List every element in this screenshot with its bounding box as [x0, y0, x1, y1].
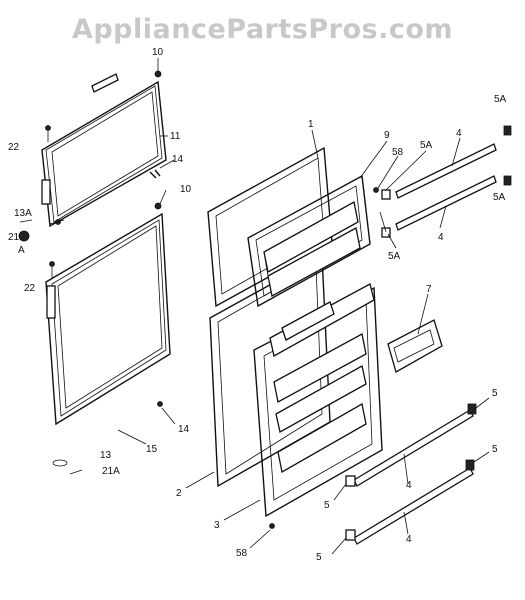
- callout-58-lower: 58: [236, 548, 248, 559]
- callout-58-upper: 58: [392, 147, 404, 158]
- callout-14-upper: 14: [172, 154, 184, 165]
- callout-5A-2: 5A: [494, 94, 507, 105]
- lower-trim-strips: [353, 409, 474, 545]
- callout-10-lower: 10: [180, 184, 192, 195]
- upper-trim-strips: [395, 143, 497, 231]
- callout-4-upper-1: 4: [456, 128, 462, 139]
- callout-14-lower: 14: [178, 424, 190, 435]
- upper-door-panel: [41, 80, 167, 228]
- lower-hinge-parts: [18, 202, 163, 475]
- callout-7: 7: [426, 284, 432, 295]
- leader-lines: [117, 129, 490, 555]
- callout-5-4: 5: [316, 552, 322, 563]
- callout-22-upper: 22: [8, 142, 20, 153]
- callout-13: 13: [100, 450, 112, 461]
- callout-A: A: [18, 245, 25, 256]
- callout-10-upper: 10: [152, 47, 164, 58]
- callout-2: 2: [176, 488, 182, 499]
- callout-15: 15: [146, 444, 158, 455]
- callout-labels: 1 9 58 5A 4 5A 5A 4 5A 7 10 11 14 10 22 …: [8, 47, 507, 563]
- trim-end-caps: [269, 125, 512, 541]
- callout-5-2: 5: [492, 444, 498, 455]
- callout-11: 11: [170, 131, 181, 142]
- callout-21A: 21A: [102, 466, 120, 477]
- upper-screws: [45, 58, 162, 179]
- fresh-food-door-liner: [253, 283, 383, 518]
- handle-trim-strip: [91, 73, 119, 93]
- dairy-door: [387, 319, 443, 373]
- callout-22-lower: 22: [24, 283, 36, 294]
- callout-3: 3: [214, 520, 220, 531]
- callout-5-3: 5: [324, 500, 330, 511]
- callout-13A: 13A: [14, 208, 32, 219]
- callout-5A-1: 5A: [420, 140, 433, 151]
- callout-5A-4: 5A: [388, 251, 401, 262]
- callout-4-lower-1: 4: [406, 480, 412, 491]
- freezer-door-liner: [247, 174, 371, 308]
- callout-5A-3: 5A: [493, 192, 506, 203]
- watermark-logo: AppliancePartsPros.com: [71, 14, 454, 45]
- callout-4-upper-2: 4: [438, 232, 444, 243]
- callout-9: 9: [384, 130, 390, 141]
- callout-1: 1: [308, 119, 314, 130]
- callout-21: 21: [8, 232, 20, 243]
- lower-door-panel: [45, 212, 171, 426]
- callout-5-1: 5: [492, 388, 498, 399]
- callout-4-lower-2: 4: [406, 534, 412, 545]
